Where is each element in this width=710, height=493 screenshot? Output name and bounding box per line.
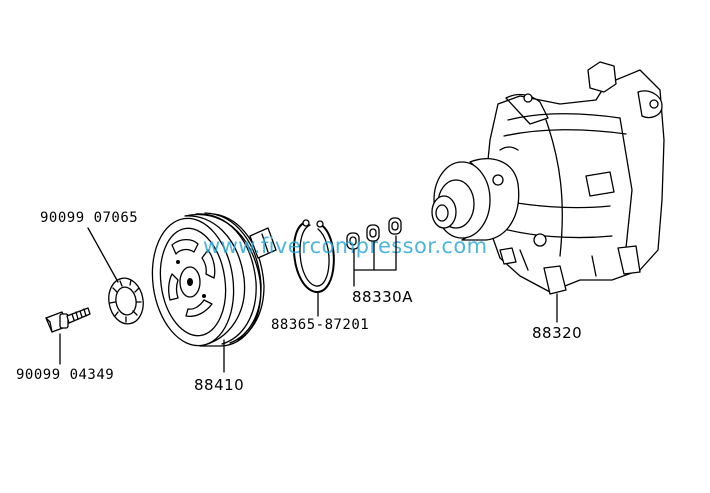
callout-snap-ring: 88365-87201 bbox=[271, 317, 369, 333]
watermark-text: www.fivercompressor.com bbox=[203, 234, 487, 258]
snap-ring bbox=[293, 219, 335, 294]
ac-compressor bbox=[431, 61, 665, 295]
leader-lines bbox=[59, 227, 558, 373]
callout-washer: 90099 07065 bbox=[40, 210, 138, 226]
clutch-pulley bbox=[151, 212, 277, 347]
toothed-washer bbox=[108, 277, 144, 325]
bolt bbox=[45, 307, 91, 333]
callout-bolt: 90099 04349 bbox=[16, 367, 114, 383]
callout-compressor: 88320 bbox=[532, 324, 582, 342]
callout-pulley: 88410 bbox=[194, 376, 244, 394]
callout-shims: 88330A bbox=[352, 288, 413, 306]
shim-set bbox=[346, 217, 402, 250]
